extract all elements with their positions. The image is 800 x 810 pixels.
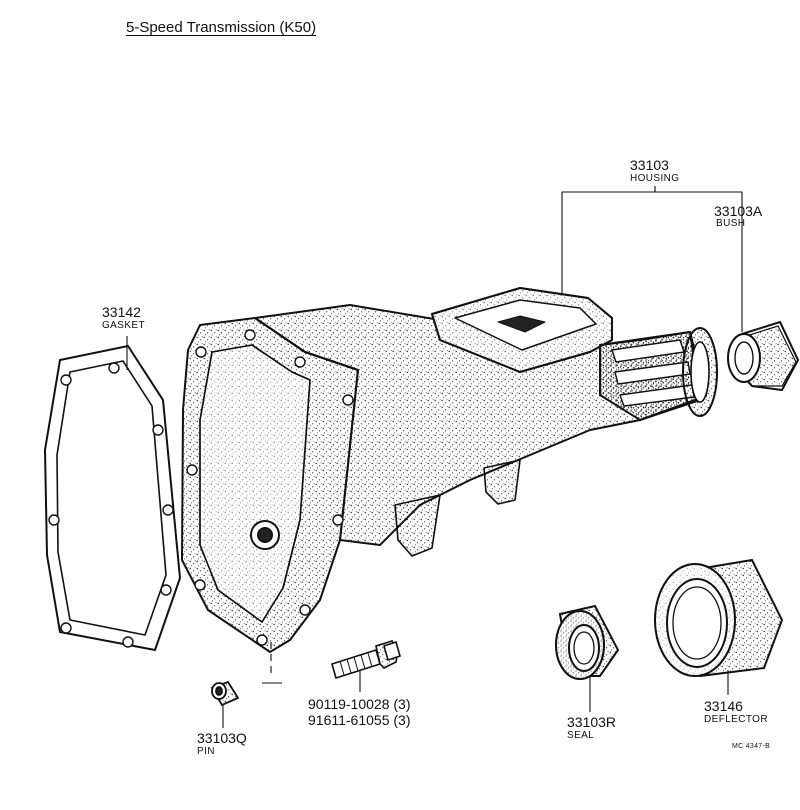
- deflector-part-number: 33146: [704, 698, 743, 714]
- bush-part-name: BUSH: [716, 218, 746, 229]
- pin-part-number: 33103Q: [197, 730, 247, 746]
- housing-drawing: [181, 287, 718, 653]
- pin-part-name: PIN: [197, 746, 215, 757]
- gasket-drawing: [43, 344, 182, 652]
- bush-drawing: [726, 320, 800, 392]
- seal-part-name: SEAL: [567, 730, 595, 741]
- bolt-drawing: [331, 640, 401, 680]
- deflector-drawing: [654, 558, 784, 678]
- reference-code: MC 4347-B: [732, 743, 771, 750]
- gasket-part-number: 33142: [102, 304, 141, 320]
- seal-drawing: [555, 604, 620, 680]
- housing-part-name: HOUSING: [630, 173, 680, 184]
- gasket-part-name: GASKET: [102, 320, 145, 331]
- bolt-part-number-2: 91611-61055 (3): [308, 712, 411, 728]
- seal-part-number: 33103R: [567, 714, 617, 730]
- leader-lines: [126, 186, 743, 728]
- diagram-title: 5-Speed Transmission (K50): [126, 19, 317, 36]
- deflector-part-name: DEFLECTOR: [704, 714, 768, 725]
- bush-part-number: 33103A: [714, 203, 763, 219]
- housing-bracket: [561, 191, 743, 332]
- pin-drawing: [210, 680, 240, 707]
- housing-part-number: 33103: [630, 157, 669, 173]
- bolt-part-number-1: 90119-10028 (3): [308, 696, 411, 712]
